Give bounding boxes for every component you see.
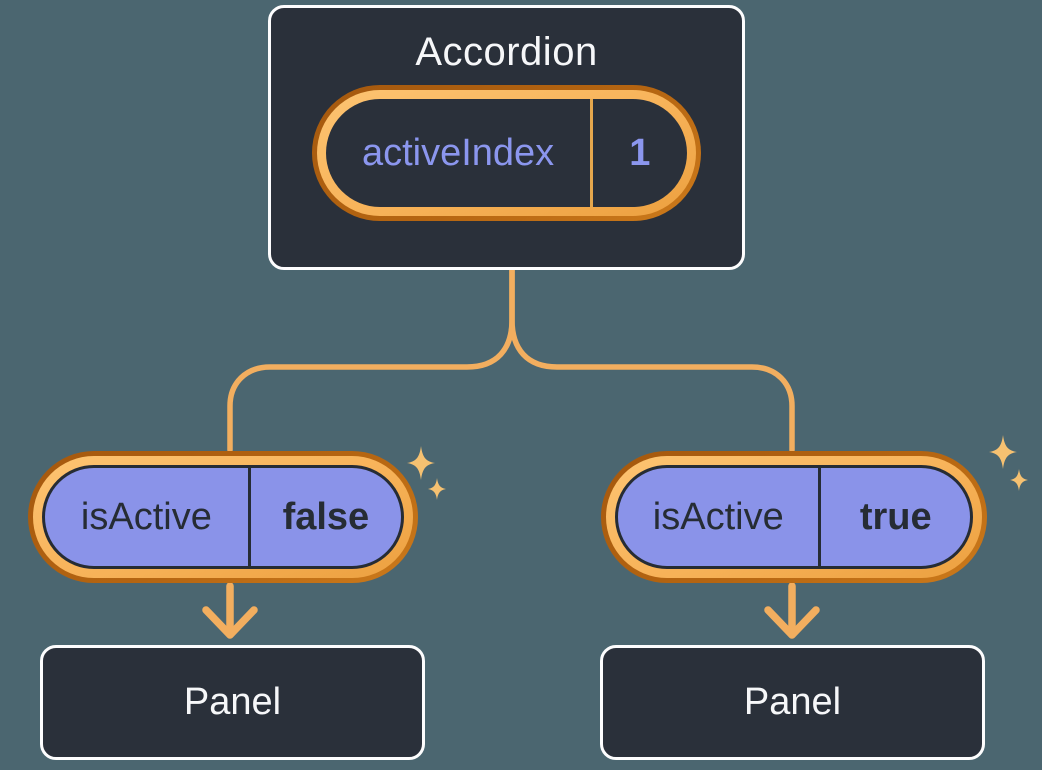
panel-label: Panel [743, 681, 842, 723]
arrow-down-icon [202, 582, 258, 639]
pill-divider [247, 468, 251, 566]
state-pill-value: true [859, 495, 932, 538]
accordion-card: Accordion activeIndex 1 [268, 5, 745, 270]
state-pill-activeindex: activeIndex 1 [312, 85, 701, 221]
pill-divider [818, 468, 822, 566]
panel-card-left: Panel [40, 645, 425, 760]
tree-connector [227, 266, 795, 453]
state-pill-value: false [282, 495, 370, 538]
panel-card-right: Panel [600, 645, 985, 760]
accordion-card-title: Accordion [415, 30, 598, 74]
state-pill-ring: activeIndex 1 [317, 90, 696, 216]
tree-connector-line-right [509, 266, 795, 453]
tree-connector-line-left [227, 266, 515, 453]
panel-label: Panel [183, 681, 282, 723]
arrow-down-icon [764, 582, 820, 639]
state-pill-isactive-right: isActive true [601, 451, 987, 583]
state-pill-isactive-left: isActive false [28, 451, 418, 583]
state-pill-name: isActive [652, 495, 784, 538]
state-pill-name: isActive [80, 495, 212, 538]
sparkle-icon [989, 435, 1028, 491]
state-pill-ring: isActive true [606, 456, 982, 578]
pill-divider [590, 99, 593, 207]
state-pill-name: activeIndex [361, 131, 555, 174]
state-pill-value: 1 [629, 131, 651, 174]
state-pill-ring: isActive false [33, 456, 413, 578]
